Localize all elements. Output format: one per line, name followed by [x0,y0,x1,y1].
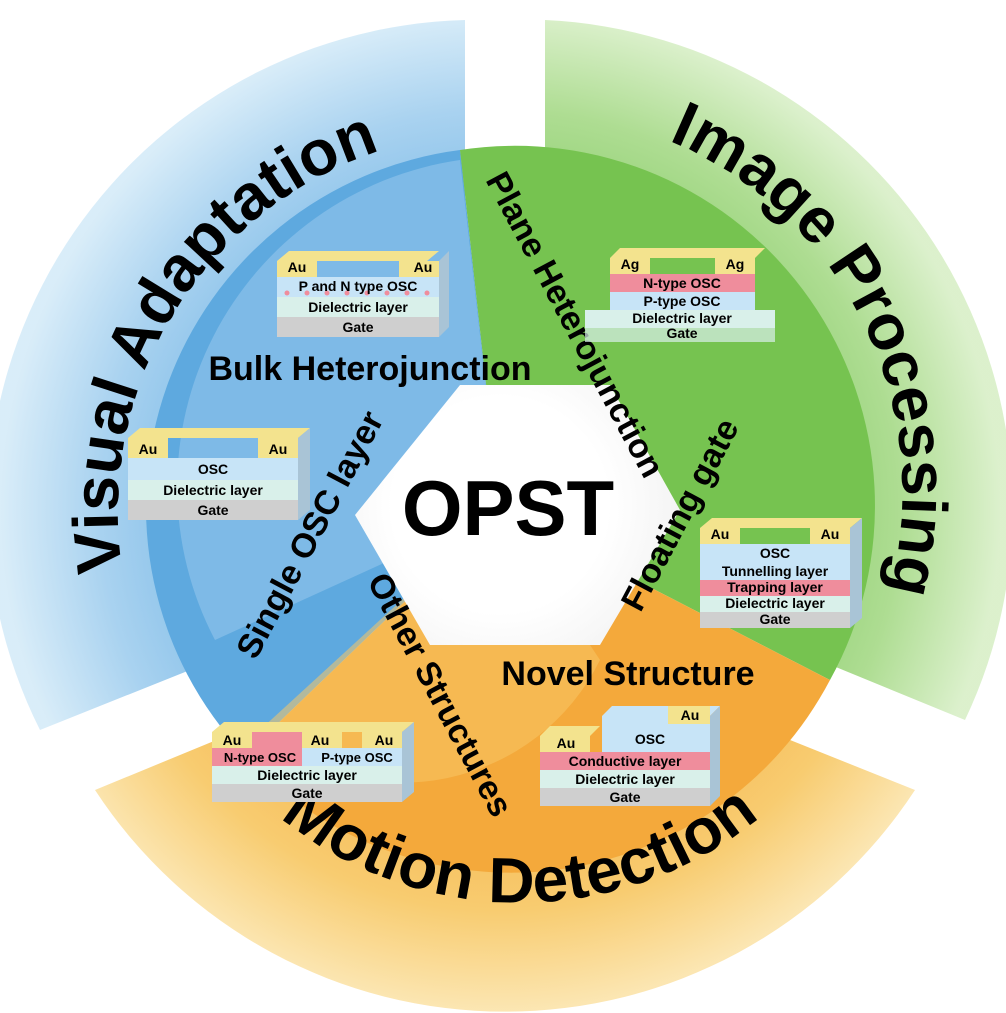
plane-electrode-left [610,258,650,274]
bulk-heterojunction-label: Bulk Heterojunction [208,350,531,388]
plane-device: Ag Ag N-type OSC P-type OSC Dielectric l… [585,248,775,342]
other-osc-ptype: P-type OSC [321,750,393,765]
plane-layer-dielectric: Dielectric layer [632,310,732,326]
novel-electrode-left-label: Au [557,735,576,751]
bulk-layer-gate: Gate [342,319,373,335]
novel-device: Au Au OSC Conductive layer Dielectric la… [540,706,720,806]
plane-electrode-right [715,258,755,274]
single-electrode-right-label: Au [269,441,288,457]
floating-electrode-right-label: Au [821,526,840,542]
floating-layer-gate: Gate [759,611,790,627]
plane-layer-gate: Gate [666,325,697,341]
bulk-dots [284,290,430,296]
novel-layer-gate: Gate [609,789,640,805]
other-layer-dielectric: Dielectric layer [257,767,357,783]
plane-layer-ntype: N-type OSC [643,275,721,291]
bulk-device: Au Au P and N type OSC Dielectric layer … [277,251,449,337]
other-electrode-middle-label: Au [311,732,330,748]
single-device: Au Au OSC Dielectric layer Gate [128,428,310,520]
other-device: Au Au Au N-type OSC P-type OSC Dielectri… [212,722,414,802]
novel-layer-dielectric: Dielectric layer [575,771,675,787]
bulk-electrode-left [277,261,317,277]
floating-electrode-left-label: Au [711,526,730,542]
floating-layer-osc: OSC [760,545,790,561]
single-layer-dielectric: Dielectric layer [163,482,263,498]
center-hexagon [355,385,680,645]
bulk-electrode-right-label: Au [414,259,433,275]
novel-electrode-right [668,706,710,724]
other-electrode-left-label: Au [223,732,242,748]
novel-layer-conductive: Conductive layer [569,753,682,769]
center-label: OPST [402,464,614,552]
bulk-electrode-left-label: Au [288,259,307,275]
floating-layer-tunnelling: Tunnelling layer [722,563,829,579]
other-electrode-right [362,732,402,748]
single-layer-gate: Gate [197,502,228,518]
other-electrode-right-label: Au [375,732,394,748]
bulk-layer-osc: P and N type OSC [299,278,418,294]
novel-layer-osc: OSC [635,731,665,747]
other-osc-ntype: N-type OSC [224,750,297,765]
single-layer-osc: OSC [198,461,228,477]
plane-layer-ptype: P-type OSC [643,293,720,309]
floating-electrode-right [810,528,850,544]
novel-electrode-left [540,736,590,752]
novel-structure-label: Novel Structure [501,655,754,693]
floating-device: Au Au OSC Tunnelling layer Trapping laye… [700,518,862,628]
bulk-electrode-right [399,261,439,277]
bulk-layer-dielectric: Dielectric layer [308,299,408,315]
single-electrode-right [258,438,298,458]
other-layer-gate: Gate [291,785,322,801]
floating-electrode-left [700,528,740,544]
plane-electrode-left-label: Ag [621,256,640,272]
novel-electrode-right-label: Au [681,707,700,723]
plane-electrode-right-label: Ag [726,256,745,272]
single-electrode-left-label: Au [139,441,158,457]
other-electrode-left [212,732,252,748]
single-electrode-left [128,438,168,458]
floating-layer-dielectric: Dielectric layer [725,595,825,611]
other-electrode-middle [302,732,342,748]
floating-layer-trapping: Trapping layer [727,579,823,595]
